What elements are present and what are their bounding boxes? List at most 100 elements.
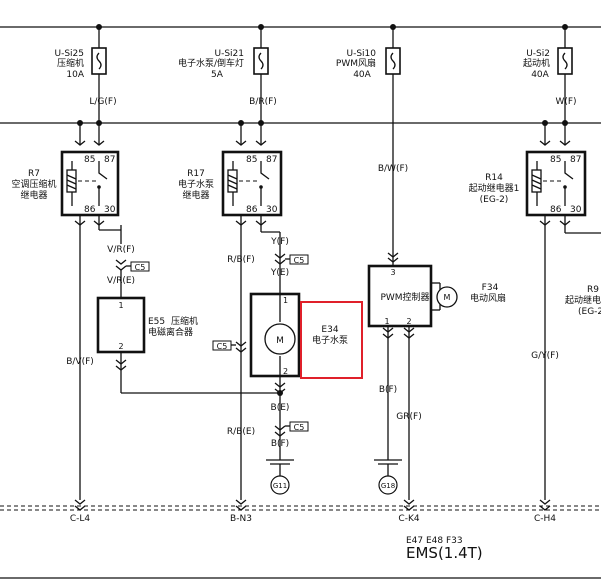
fuse-u-si2 <box>557 27 573 123</box>
component-name: 电子水泵 <box>312 334 348 346</box>
relay-id: R14 <box>485 173 503 183</box>
pin-label: 2 <box>118 342 123 351</box>
pin-30: 30 <box>570 205 582 215</box>
component-name: 电动风扇 <box>470 292 506 304</box>
ground-g11 <box>266 459 294 495</box>
component-f34-pwm <box>367 264 433 328</box>
pin-label: 1 <box>118 301 123 310</box>
wire-label: B/R(F) <box>249 97 277 107</box>
fuse-rating: 40A <box>531 70 549 80</box>
fuse-rating: 10A <box>66 70 84 80</box>
pin-85: 85 <box>550 155 561 165</box>
relay-name: 起动继电 <box>565 294 601 306</box>
relay-name: 空调压缩机 <box>11 178 56 190</box>
pin-label: 1 <box>283 296 288 305</box>
connector-mark <box>115 359 127 371</box>
pin-30: 30 <box>266 205 278 215</box>
wire-label: R/B(F) <box>227 255 255 265</box>
bus-junctions <box>77 24 568 126</box>
wire-label: Y(E) <box>270 268 289 278</box>
motor-label: M <box>276 336 284 346</box>
pin-86: 86 <box>550 205 562 215</box>
ground-g18 <box>374 459 402 495</box>
pin-label: 3 <box>390 268 395 277</box>
fuse-id: U-Si2 <box>526 49 550 59</box>
wire-label: V/R(F) <box>107 245 135 255</box>
relay-name: (EG-2) <box>480 195 509 205</box>
pin-87: 87 <box>104 155 115 165</box>
relay-name: 起动继电器1 <box>469 182 520 194</box>
connector-ref: B-N3 <box>230 514 252 524</box>
pin-30: 30 <box>104 205 116 215</box>
ground-label: G11 <box>273 482 287 490</box>
fuse-id: U-Si10 <box>346 49 376 59</box>
motor-icon <box>264 323 296 355</box>
wire-label: B/V(F) <box>66 357 94 367</box>
wire-label: B(F) <box>379 385 397 395</box>
footer-refs: E47 E48 F33 <box>406 536 463 546</box>
connector-ref: C-L4 <box>70 514 91 524</box>
connector-ref: C-H4 <box>534 514 556 524</box>
component-e34 <box>249 292 301 378</box>
relay-r17 <box>221 123 283 226</box>
pin-85: 85 <box>246 155 257 165</box>
pin-label: 1 <box>384 317 389 326</box>
connector-mark <box>274 382 286 394</box>
pin-87: 87 <box>266 155 277 165</box>
pin-label: 2 <box>283 367 288 376</box>
wire-label: B(E) <box>271 403 290 413</box>
component-id: E34 <box>321 325 338 335</box>
fuse-id: U-Si21 <box>214 49 244 59</box>
ground-label: G18 <box>381 482 395 490</box>
relay-r14 <box>525 123 601 234</box>
component-name: 电磁离合器 <box>148 326 193 338</box>
fuse-desc: PWM风扇 <box>336 57 376 69</box>
pin-86: 86 <box>246 205 258 215</box>
fuse-desc: 起动机 <box>523 57 550 69</box>
fan-motor-icon <box>436 286 458 308</box>
wire-label: B(F) <box>271 439 289 449</box>
wire-label: G/Y(F) <box>531 351 559 361</box>
fuse-id: U-Si25 <box>54 49 84 59</box>
relay-name: 继电器 <box>20 189 47 201</box>
wire-label: V/R(E) <box>107 276 135 286</box>
motor-label: M <box>444 293 451 302</box>
connector-ref: C-K4 <box>398 514 419 524</box>
pin-85: 85 <box>84 155 95 165</box>
pin-87: 87 <box>570 155 581 165</box>
relay-id: R9 <box>587 285 599 295</box>
relay-id: R7 <box>28 169 40 179</box>
relay-id: R17 <box>187 169 205 179</box>
bottom-connectors <box>74 499 551 511</box>
wire-label: L/G(F) <box>89 97 116 107</box>
wire-label: Y(F) <box>270 237 289 247</box>
connector-mark <box>382 327 415 339</box>
pin-label: 2 <box>406 317 411 326</box>
pin-86: 86 <box>84 205 96 215</box>
component-id: E55 <box>148 317 165 327</box>
connector-mark <box>274 425 286 437</box>
system-title: EMS(1.4T) <box>406 544 483 562</box>
connector-label: C5 <box>294 256 305 265</box>
wire-label: W(F) <box>555 97 576 107</box>
fuse-desc: 电子水泵/倒车灯 <box>178 57 244 69</box>
relay-name: (EG-2 <box>578 307 601 317</box>
relay-name: 电子水泵 <box>178 178 214 190</box>
component-id: F34 <box>482 283 499 293</box>
connector-label: C5 <box>217 342 228 351</box>
relay-r7 <box>60 123 120 226</box>
wire-label: R/B(E) <box>227 427 255 437</box>
fuse-u-si25 <box>91 27 107 123</box>
fuse-u-si10 <box>385 27 401 257</box>
fuse-desc: 压缩机 <box>57 57 84 69</box>
relay-name: 继电器 <box>182 189 209 201</box>
connector-label: C5 <box>294 423 305 432</box>
highlight-box <box>300 301 363 379</box>
connector-mark <box>235 341 247 353</box>
pwm-block-label: PWM控制器 <box>380 291 429 303</box>
connector-mark <box>115 259 127 271</box>
fuse-u-si21 <box>253 27 269 123</box>
component-name: 压缩机 <box>171 315 198 327</box>
fuse-rating: 5A <box>211 70 224 80</box>
